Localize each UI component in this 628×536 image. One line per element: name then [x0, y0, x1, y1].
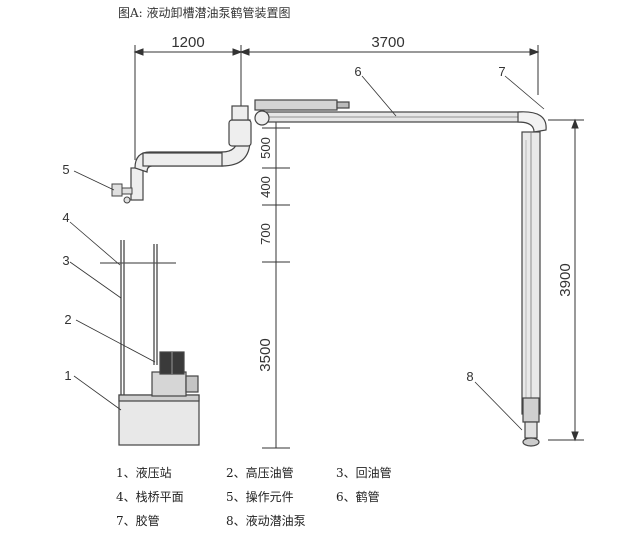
vertical-dimension-chain — [262, 120, 290, 449]
legend-row: 4、栈桥平面 5、操作元件 6、鹤管 — [116, 484, 446, 508]
callout-7: 7 — [498, 64, 505, 79]
legend-item: 2、高压油管 — [226, 465, 294, 480]
right-dimension — [548, 118, 584, 442]
operating-element — [111, 183, 133, 204]
legend-item: 4、栈桥平面 — [116, 489, 184, 504]
legend-item: 1、液压站 — [116, 465, 172, 480]
legend-item: 6、鹤管 — [336, 489, 380, 504]
legend-row: 1、液压站 2、高压油管 3、回油管 — [116, 460, 446, 484]
legend-item: 5、操作元件 — [226, 489, 294, 504]
figure-title: 图A: 液动卸槽潜油泵鹤管装置图 — [118, 6, 291, 20]
leader-lines — [69, 75, 545, 431]
callout-2: 2 — [64, 312, 71, 327]
hydraulic-station — [118, 351, 200, 446]
dim-500: 500 — [258, 137, 273, 159]
callout-6: 6 — [354, 64, 361, 79]
dim-3900: 3900 — [557, 263, 574, 296]
dim-400: 400 — [258, 176, 273, 198]
callout-5: 5 — [62, 162, 69, 177]
legend-item: 7、胶管 — [116, 513, 160, 528]
loading-arm — [130, 99, 547, 447]
hydraulic-lines — [120, 240, 158, 395]
dim-3500: 3500 — [257, 338, 274, 371]
callout-8: 8 — [466, 369, 473, 384]
legend: 1、液压站 2、高压油管 3、回油管 4、栈桥平面 5、操作元件 6、鹤管 7、… — [116, 460, 446, 532]
callout-3: 3 — [62, 253, 69, 268]
dim-1200: 1200 — [171, 34, 204, 51]
dim-700: 700 — [258, 223, 273, 245]
legend-item: 8、液动潜油泵 — [226, 513, 306, 528]
dim-3700: 3700 — [371, 34, 404, 51]
legend-item: 3、回油管 — [336, 465, 392, 480]
legend-row: 7、胶管 8、液动潜油泵 — [116, 508, 446, 532]
callout-1: 1 — [64, 368, 71, 383]
callout-4: 4 — [62, 210, 69, 225]
top-dimension — [133, 45, 540, 160]
